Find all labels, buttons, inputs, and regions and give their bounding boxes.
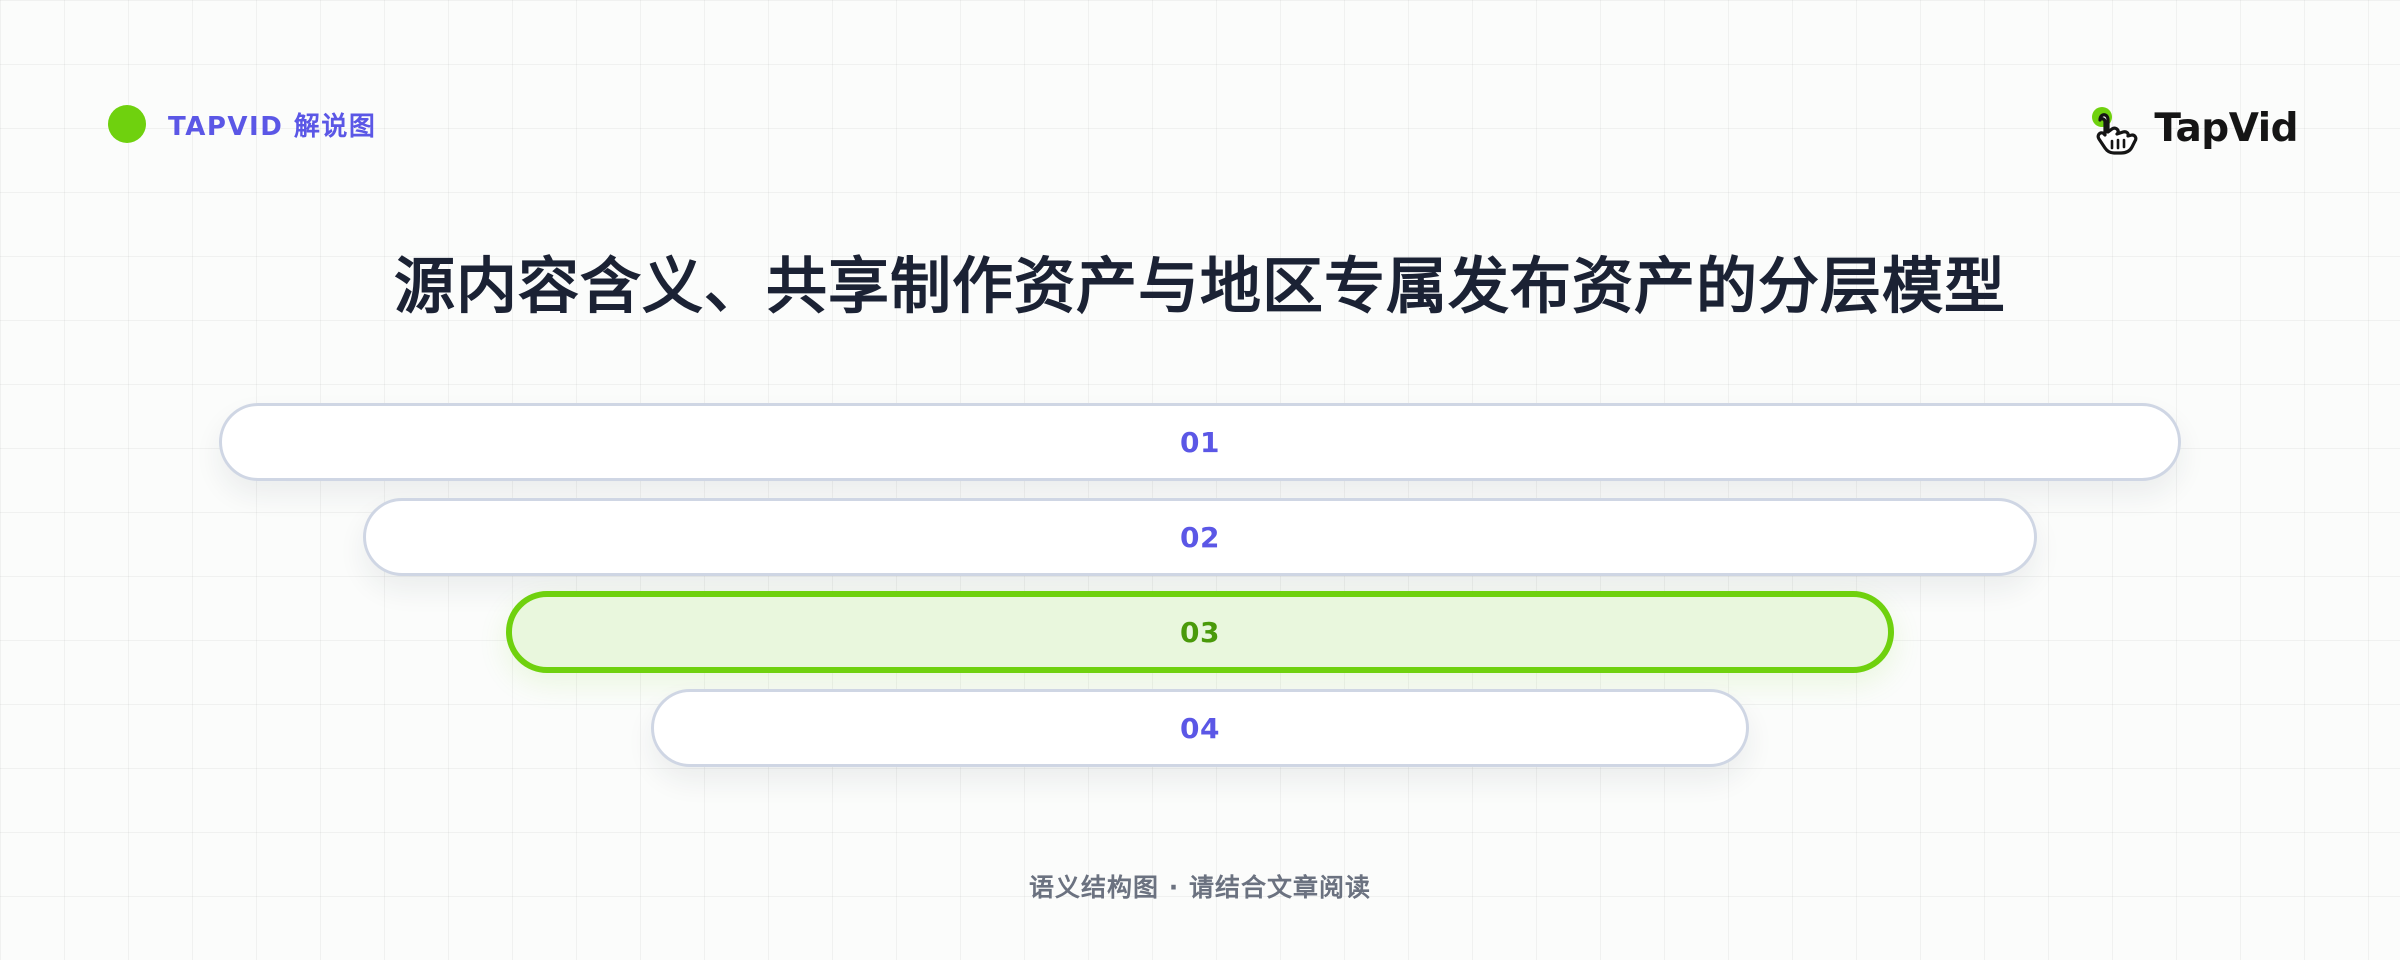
tapvid-logo: TapVid: [2088, 98, 2298, 158]
page-title: 源内容含义、共享制作资产与地区专属发布资产的分层模型: [393, 251, 2006, 322]
layer-03-highlighted: 03: [506, 591, 1894, 673]
layer-02: 02: [363, 498, 2037, 576]
pointing-hand-icon: [2092, 107, 2138, 155]
brand-tag: TAPVID 解说图: [108, 104, 376, 144]
layer-label: 01: [1180, 425, 1220, 459]
layer-label: 02: [1180, 520, 1220, 554]
layer-label: 04: [1180, 711, 1220, 745]
green-dot-icon: [108, 105, 146, 143]
layer-label: 03: [1180, 615, 1220, 649]
layer-04: 04: [651, 689, 1749, 767]
logo-text: TapVid: [2154, 105, 2298, 151]
layer-01: 01: [219, 403, 2181, 481]
footer-caption: 语义结构图 · 请结合文章阅读: [1029, 873, 1371, 902]
brand-tag-label: TAPVID 解说图: [168, 111, 377, 142]
